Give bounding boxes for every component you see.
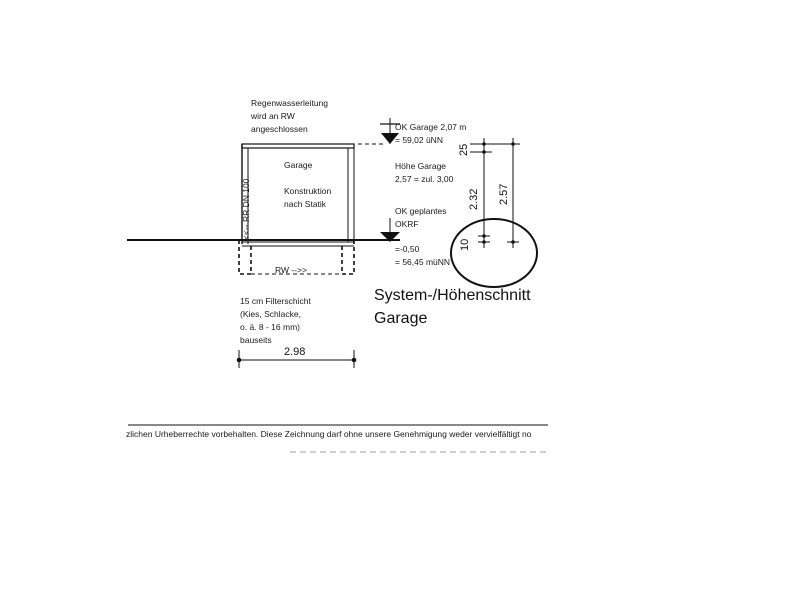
construction-note-2: nach Statik — [284, 199, 327, 209]
highlight-circle — [450, 218, 538, 288]
garage-section — [241, 143, 355, 247]
rw-pipe-label: RW -->> — [275, 265, 307, 275]
title-line-1: System-/Höhenschnitt — [374, 287, 531, 304]
filter-note-4: bauseits — [240, 335, 272, 345]
ok-garage-note-1: OK Garage 2,07 m — [395, 122, 467, 132]
ok-geplantes-note-2: OKRF — [395, 219, 419, 229]
rr-pipe-label: <<-- RR DN 100 — [241, 178, 251, 240]
construction-note-1: Konstruktion — [284, 186, 332, 196]
ok-geplantes-note-1: OK geplantes — [395, 206, 447, 216]
dimension-ticks — [482, 142, 515, 244]
hoehe-garage-note-1: Höhe Garage — [395, 161, 447, 171]
ok-garage-note-2: = 59,02 üNN — [395, 135, 443, 145]
garage-label: Garage — [284, 160, 313, 170]
width-dimension — [236, 350, 357, 368]
rainwater-note-3: angeschlossen — [251, 124, 308, 134]
level-marker-bottom — [380, 218, 400, 242]
filter-note-1: 15 cm Filterschicht — [240, 296, 311, 306]
dimension-232: 2.32 — [468, 188, 480, 210]
filter-note-2: (Kies, Schlacke, — [240, 309, 301, 319]
rainwater-note-1: Regenwasserleitung — [251, 98, 329, 108]
copyright-footer: zlichen Urheberrechte vorbehalten. Diese… — [126, 429, 532, 439]
filter-note-3: o. ä. 8 - 16 mm) — [240, 322, 300, 332]
width-dimension-label: 2.98 — [284, 346, 306, 358]
hoehe-garage-note-2: 2,57 = zul. 3,00 — [395, 174, 454, 184]
level-minus-note-2: = 56,45 müNN — [395, 257, 451, 267]
paper-area — [128, 0, 548, 460]
dimension-257: 2.57 — [498, 183, 510, 205]
rainwater-note-2: wird an RW — [251, 111, 295, 121]
dimension-25: 25 — [458, 143, 470, 156]
level-marker-top — [380, 118, 400, 144]
filter-layer — [238, 240, 355, 275]
title-line-2: Garage — [374, 310, 428, 327]
dimension-10: 10 — [459, 238, 471, 251]
level-minus-note-1: =-0,50 — [395, 244, 420, 254]
